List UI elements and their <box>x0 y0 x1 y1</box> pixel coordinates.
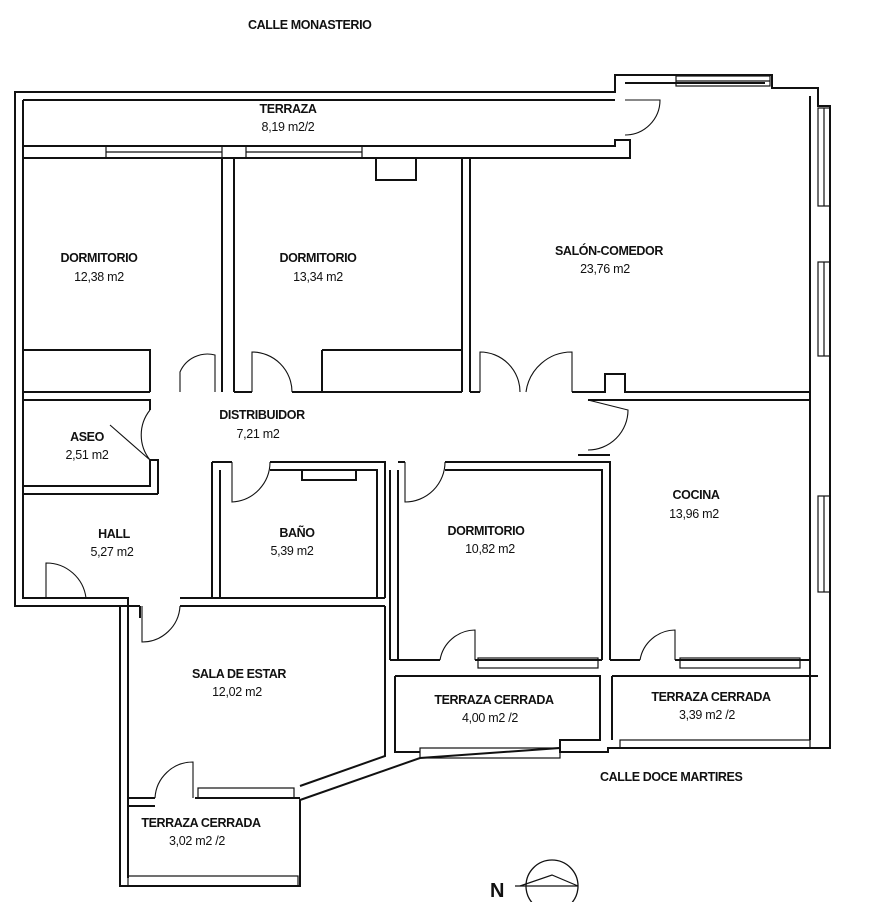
room-area: 8,19 m2/2 <box>262 120 315 134</box>
room-distribuidor: DISTRIBUIDOR 7,21 m2 <box>219 408 305 441</box>
street-label-bottom: CALLE DOCE MARTIRES <box>600 770 742 784</box>
room-area: 2,51 m2 <box>65 448 108 462</box>
room-dormitorio-3: DORMITORIO 10,82 m2 <box>447 524 525 556</box>
outer-walls <box>14 74 831 887</box>
room-area: 13,34 m2 <box>293 270 343 284</box>
room-area: 12,02 m2 <box>212 685 262 699</box>
room-area: 10,82 m2 <box>465 542 515 556</box>
room-terraza-cerrada-1: TERRAZA CERRADA 4,00 m2 /2 <box>434 693 554 725</box>
room-name: TERRAZA CERRADA <box>651 690 771 704</box>
room-dormitorio-2: DORMITORIO 13,34 m2 <box>279 251 357 284</box>
windows <box>105 75 831 887</box>
street-label-top: CALLE MONASTERIO <box>248 18 372 32</box>
room-area: 4,00 m2 /2 <box>462 711 518 725</box>
room-name: TERRAZA CERRADA <box>434 693 554 707</box>
room-name: HALL <box>98 527 130 541</box>
room-aseo: ASEO 2,51 m2 <box>65 430 109 462</box>
room-dormitorio-1: DORMITORIO 12,38 m2 <box>60 251 138 284</box>
room-area: 7,21 m2 <box>236 427 279 441</box>
room-area: 5,27 m2 <box>90 545 133 559</box>
doors <box>45 99 676 799</box>
room-name: SALÓN-COMEDOR <box>555 243 663 258</box>
room-terraza-cerrada-2: TERRAZA CERRADA 3,39 m2 /2 <box>651 690 771 722</box>
north-letter: N <box>490 880 504 902</box>
room-area: 5,39 m2 <box>270 544 313 558</box>
room-name: DORMITORIO <box>447 524 525 538</box>
room-name: TERRAZA CERRADA <box>141 816 261 830</box>
room-name: DISTRIBUIDOR <box>219 408 305 422</box>
interior-walls <box>23 139 818 807</box>
north-arrow-icon: N <box>490 859 579 902</box>
room-area: 3,39 m2 /2 <box>679 708 735 722</box>
room-area: 13,96 m2 <box>669 507 719 521</box>
room-name: TERRAZA <box>260 102 317 116</box>
room-hall: HALL 5,27 m2 <box>90 527 134 559</box>
room-sala-de-estar: SALA DE ESTAR 12,02 m2 <box>192 667 287 699</box>
room-name: COCINA <box>673 488 720 502</box>
room-name: SALA DE ESTAR <box>192 667 286 681</box>
room-name: DORMITORIO <box>60 251 138 265</box>
room-area: 23,76 m2 <box>580 262 630 276</box>
room-name: DORMITORIO <box>279 251 357 265</box>
room-cocina: COCINA 13,96 m2 <box>669 488 720 521</box>
room-area: 3,02 m2 /2 <box>169 834 225 848</box>
room-salon-comedor: SALÓN-COMEDOR 23,76 m2 <box>555 243 664 276</box>
room-bano: BAÑO 5,39 m2 <box>270 525 315 558</box>
room-name: BAÑO <box>279 525 315 540</box>
room-terraza: TERRAZA 8,19 m2/2 <box>260 102 318 134</box>
room-area: 12,38 m2 <box>74 270 124 284</box>
room-terraza-cerrada-3: TERRAZA CERRADA 3,02 m2 /2 <box>141 816 261 848</box>
room-name: ASEO <box>70 430 105 444</box>
